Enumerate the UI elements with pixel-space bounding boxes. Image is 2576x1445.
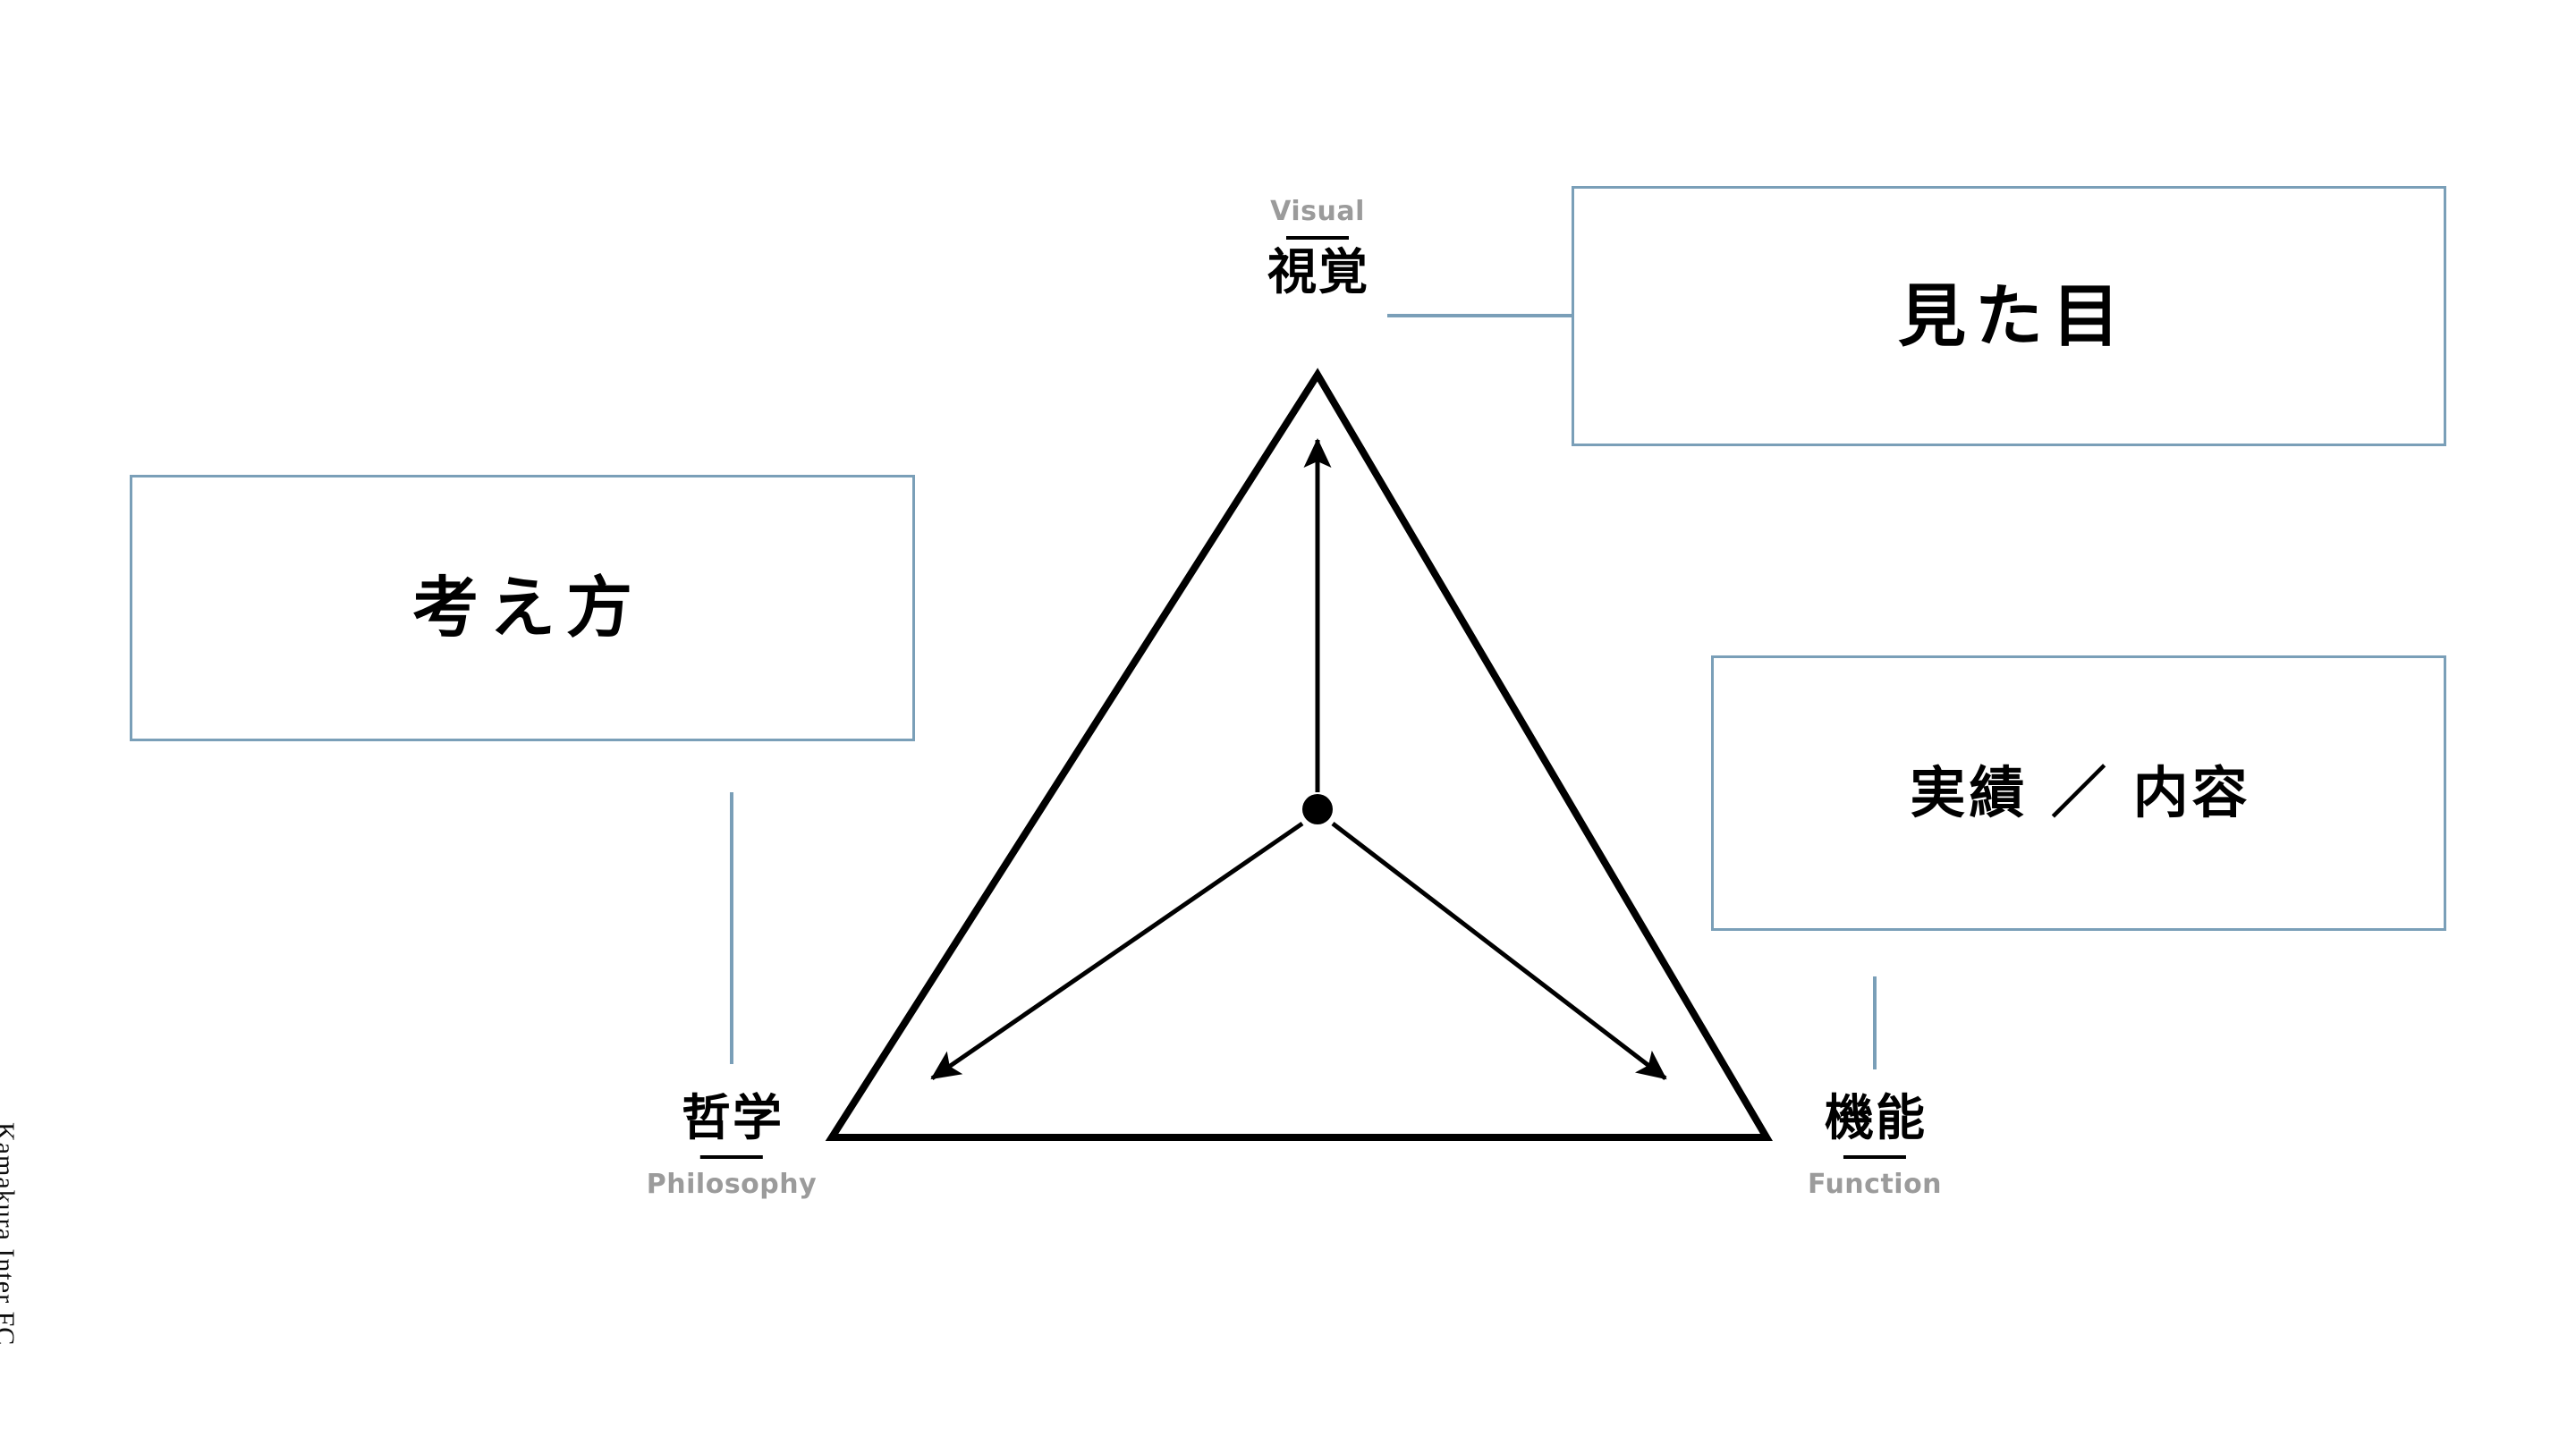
callout-box-function[interactable]: 実績 ／ 内容 — [1711, 655, 2446, 931]
callout-text-function: 実績 ／ 内容 — [1910, 760, 2251, 825]
callout-box-appearance[interactable]: 見た目 — [1572, 186, 2446, 446]
vertex-japanese-philosophy: 哲学 — [681, 1089, 784, 1146]
center-node-dot — [1302, 794, 1333, 824]
vertex-label-function: 機能 Function — [1807, 1089, 1943, 1200]
callout-box-philosophy[interactable]: 考え方 — [130, 475, 915, 741]
vertex-japanese-visual: 視覚 — [1267, 243, 1370, 300]
arrow-center-to-philosophy — [930, 821, 1304, 1081]
vertex-english-philosophy: Philosophy — [646, 1168, 818, 1200]
vertex-label-philosophy: 哲学 Philosophy — [646, 1089, 818, 1200]
callout-text-appearance: 見た目 — [1898, 275, 2129, 356]
vertex-japanese-function: 機能 — [1824, 1089, 1927, 1146]
vertex-english-function: Function — [1807, 1168, 1943, 1200]
outer-triangle — [825, 368, 1773, 1141]
vertex-label-visual: Visual 視覚 — [1266, 199, 1369, 299]
vertex-rule-visual — [1285, 236, 1349, 240]
arrow-center-to-function — [1331, 822, 1667, 1080]
vertex-rule-function — [1843, 1154, 1906, 1159]
vertex-english-visual: Visual — [1270, 196, 1365, 227]
vertex-rule-philosophy — [699, 1154, 763, 1159]
callout-text-philosophy: 考え方 — [412, 570, 643, 646]
